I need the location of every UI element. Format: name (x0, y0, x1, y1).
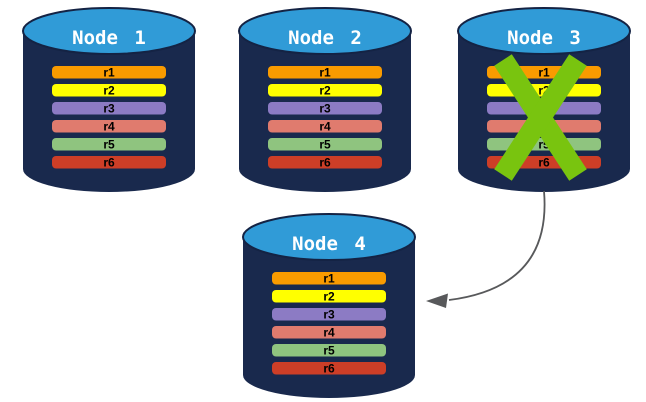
replica-label: r1 (538, 66, 550, 80)
replica-label: r5 (319, 138, 331, 152)
replica-bar (268, 102, 382, 115)
replica-bar (272, 308, 386, 321)
replica-bar (272, 272, 386, 285)
replica-label: r3 (323, 308, 335, 322)
replica-bar (52, 102, 166, 115)
replica-bar (268, 120, 382, 133)
node-2-cylinder: Node 2 r1 r2 r3 r4 r5 r6 (238, 7, 412, 192)
replica-label: r4 (103, 120, 115, 134)
replica-label: r6 (323, 362, 335, 376)
replica-bar (272, 344, 386, 357)
replica-label: r4 (323, 326, 335, 340)
replica-bar (268, 156, 382, 169)
replica-list: r1 r2 r3 r4 r5 r6 (272, 272, 386, 376)
node-title: Node 3 (507, 27, 581, 49)
failure-x-icon (494, 54, 587, 181)
replica-list: r1 r2 r3 r4 r5 r6 (268, 66, 382, 170)
replica-bar (52, 156, 166, 169)
replica-label: r1 (103, 66, 115, 80)
node-title: Node 2 (288, 27, 362, 49)
node-3-cylinder: Node 3 r1 r2 r3 r4 r5 r6 (457, 7, 631, 192)
replica-bar (52, 66, 166, 79)
node-4-cylinder: Node 4 r1 r2 r3 r4 r5 r6 (242, 213, 416, 398)
replica-label: r1 (323, 272, 335, 286)
replica-label: r3 (319, 102, 331, 116)
node-1-cylinder: Node 1 r1 r2 r3 r4 r5 r6 (22, 7, 196, 192)
replica-label: r5 (103, 138, 115, 152)
replica-label: r1 (319, 66, 331, 80)
replica-label: r4 (319, 120, 331, 134)
replica-label: r5 (323, 344, 335, 358)
replica-bar (52, 138, 166, 151)
arrow-head (426, 293, 448, 308)
replica-bar (268, 84, 382, 97)
replica-list: r1 r2 r3 r4 r5 r6 (52, 66, 166, 170)
replica-label: r2 (323, 290, 335, 304)
replica-bar (272, 290, 386, 303)
replica-label: r3 (103, 102, 115, 116)
cylinder-top (457, 7, 631, 55)
replica-bar (268, 66, 382, 79)
replica-label: r2 (319, 84, 331, 98)
cylinder-top (242, 213, 416, 261)
replica-bar (52, 120, 166, 133)
replica-label: r6 (103, 156, 115, 170)
replica-bar (272, 362, 386, 375)
replica-label: r6 (319, 156, 331, 170)
replica-label: r2 (538, 84, 550, 98)
arrow-curve (448, 190, 546, 301)
replica-label: r2 (103, 84, 115, 98)
node-title: Node 1 (72, 27, 146, 49)
cylinder-top (238, 7, 412, 55)
replica-bar (268, 138, 382, 151)
replica-bar (52, 84, 166, 97)
replica-bar (272, 326, 386, 339)
replica-label: r5 (538, 138, 550, 152)
cylinder-top (22, 7, 196, 55)
node-title: Node 4 (292, 233, 366, 255)
replica-label: r6 (538, 156, 550, 170)
